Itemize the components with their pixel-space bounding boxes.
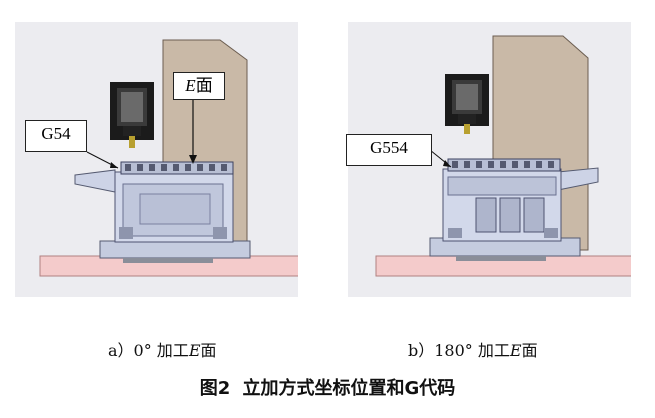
figure-title: 图2 立加方式坐标位置和G代码 [0, 374, 655, 400]
panel-a-render: G54 E面 [15, 22, 298, 297]
caption-b: b）180° 加工E面 [408, 337, 538, 361]
machine-render-a [39, 39, 298, 277]
e-face-callout: E面 [173, 72, 225, 100]
caption-b-prefix: b）180° 加工 [408, 341, 510, 360]
figure-number: 图2 [199, 378, 231, 399]
e-face-suffix: 面 [195, 76, 213, 95]
caption-a-suffix: 面 [200, 341, 217, 360]
g554-label: G554 [370, 138, 408, 157]
caption-a-letter: E [188, 341, 201, 360]
caption-b-letter: E [509, 341, 522, 360]
e-face-letter: E [185, 76, 196, 95]
figure-title-text: 立加方式坐标位置和G代码 [242, 378, 456, 399]
caption-a: a）0° 加工E面 [108, 337, 217, 361]
g54-label: G54 [41, 124, 71, 143]
machine-render-b [375, 35, 631, 277]
caption-b-suffix: 面 [521, 341, 538, 360]
panel-b-render: G554 [346, 22, 631, 297]
g554-callout: G554 [346, 134, 432, 166]
caption-a-prefix: a）0° 加工 [108, 341, 189, 360]
g54-callout: G54 [25, 120, 87, 152]
